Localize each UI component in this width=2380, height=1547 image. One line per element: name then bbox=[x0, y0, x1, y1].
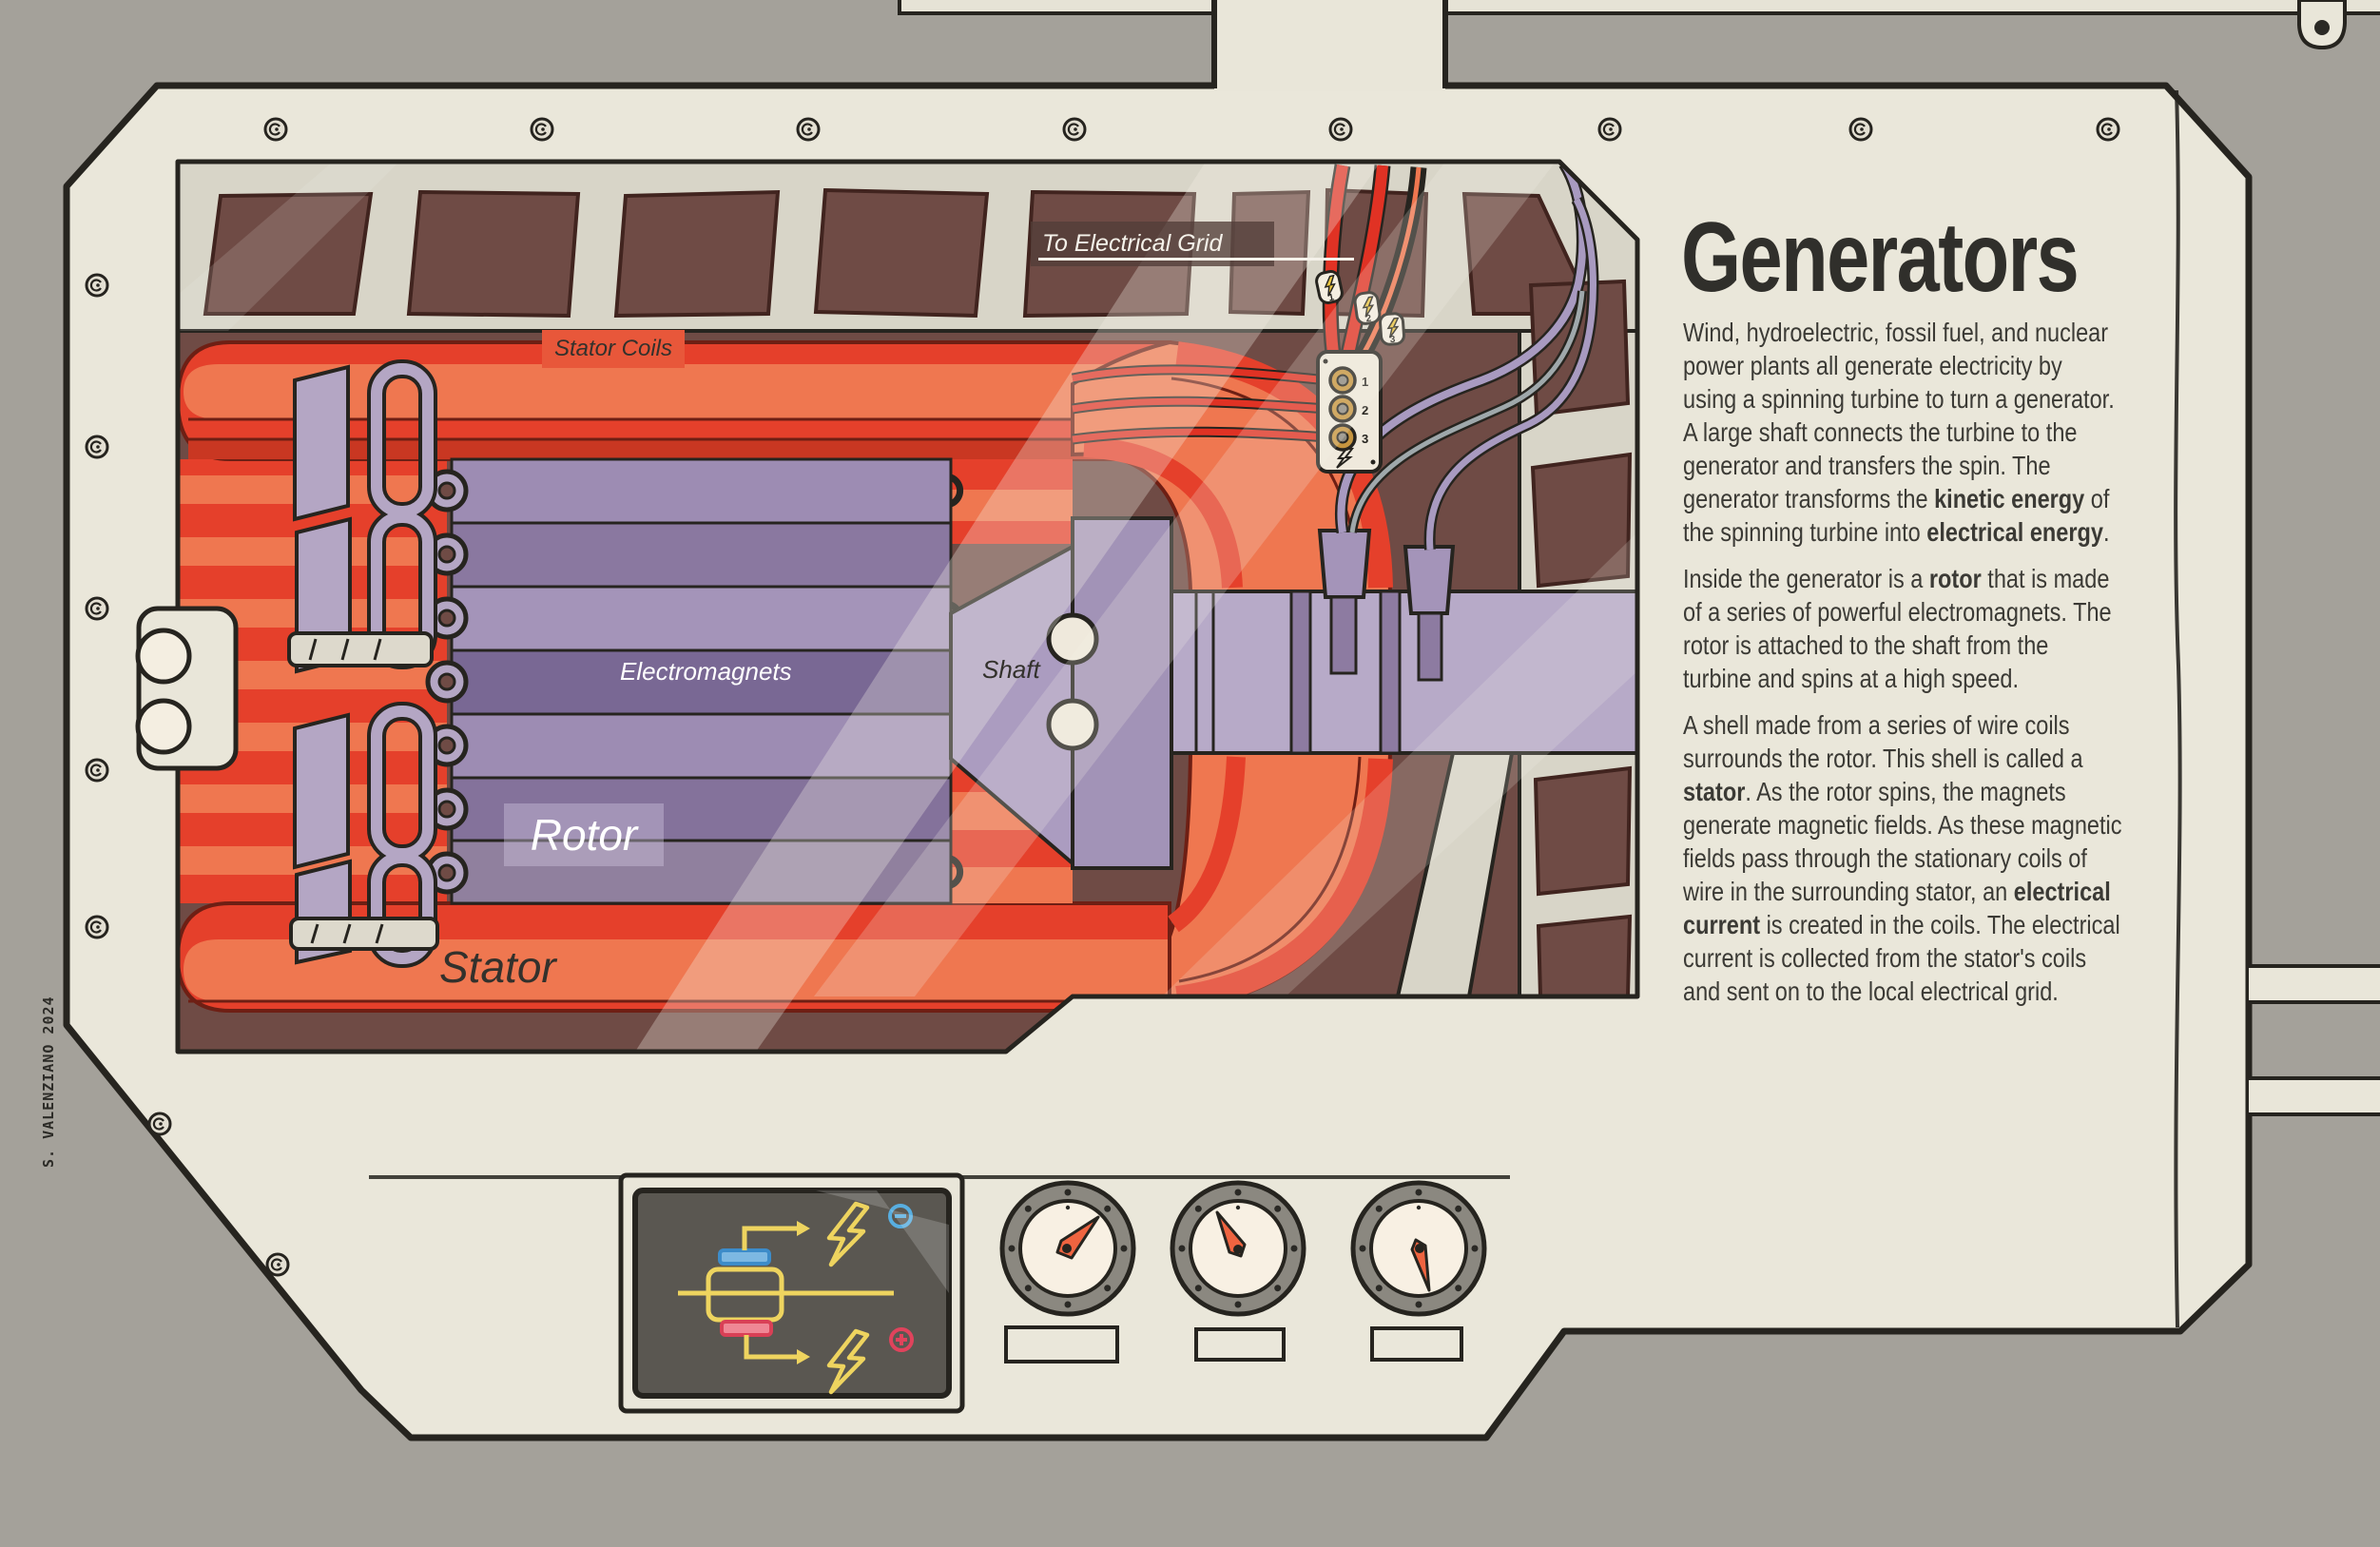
screen-schematic bbox=[678, 1190, 949, 1395]
lightning-bolt-icon bbox=[826, 1201, 870, 1267]
gauge-2 bbox=[1172, 1183, 1304, 1362]
window-frame-outline bbox=[175, 159, 1640, 1054]
label-leader-line bbox=[1038, 258, 1354, 261]
artist-credit: S. VALENZIANO 2024 bbox=[40, 996, 57, 1168]
gauge-1 bbox=[1002, 1183, 1133, 1363]
tag-number: 2 bbox=[1365, 314, 1372, 325]
turbine-shaft-duct bbox=[1211, 0, 1448, 91]
top-wall-strip bbox=[898, 0, 2380, 15]
shaft-assembly bbox=[949, 516, 1637, 870]
lightning-bolt-icon bbox=[1324, 274, 1336, 297]
brush-towers bbox=[1317, 529, 1456, 682]
terminal-block: 1 2 3 bbox=[1316, 350, 1383, 474]
lightning-bolt-icon bbox=[826, 1328, 870, 1395]
plus-circle-icon bbox=[889, 1327, 914, 1352]
positive-terminal-bar bbox=[720, 1320, 773, 1337]
poster-body-text: Wind, hydroelectric, fossil fuel, and nu… bbox=[1683, 316, 2178, 1021]
label-stator: Stator bbox=[439, 942, 556, 992]
cable-tags: 1 2 3 bbox=[1315, 270, 1405, 346]
control-screen bbox=[618, 1172, 965, 1414]
paragraph-1: Wind, hydroelectric, fossil fuel, and nu… bbox=[1683, 318, 2115, 547]
stator-leads bbox=[1071, 364, 1328, 445]
glass-reflections bbox=[178, 162, 1637, 1052]
gauge-label-plate bbox=[1194, 1327, 1286, 1362]
label-rotor: Rotor bbox=[504, 803, 664, 866]
left-bearing bbox=[135, 606, 239, 771]
hanging-bracket bbox=[2297, 0, 2347, 50]
tag-number: 3 bbox=[1389, 335, 1396, 345]
gauge-3 bbox=[1353, 1183, 1484, 1362]
terminal-number-1: 1 bbox=[1362, 375, 1368, 389]
lightning-bolt-icon bbox=[1336, 448, 1355, 469]
screen-glare bbox=[816, 1190, 949, 1293]
output-pipes bbox=[2249, 964, 2380, 1116]
terminal-number-2: 2 bbox=[1362, 403, 1368, 417]
gauge-label-plate bbox=[1004, 1325, 1119, 1363]
paragraph-3: A shell made from a series of wire coils… bbox=[1683, 710, 2122, 1006]
bearing-strips bbox=[287, 631, 439, 951]
minus-circle-icon bbox=[888, 1204, 913, 1228]
lightning-bolt-icon bbox=[1362, 296, 1375, 318]
terminal-number-3: 3 bbox=[1362, 432, 1368, 446]
gauge-label-plate bbox=[1370, 1326, 1463, 1362]
rotor-electromagnet-bars bbox=[450, 457, 953, 905]
generator-cutaway-window: 1 2 3 1 2 3 bbox=[178, 162, 1637, 1052]
grid-cables bbox=[1322, 164, 1427, 358]
paragraph-2: Inside the generator is a rotor that is … bbox=[1683, 564, 2112, 693]
lightning-bolt-icon bbox=[1386, 317, 1400, 338]
panel-seam bbox=[2174, 89, 2182, 1328]
gauge-needle bbox=[1410, 1238, 1431, 1292]
label-stator-coils: Stator Coils bbox=[542, 330, 685, 368]
label-electromagnets: Electromagnets bbox=[620, 657, 792, 686]
label-shaft: Shaft bbox=[982, 655, 1040, 684]
negative-terminal-bar bbox=[718, 1248, 771, 1266]
tag-number: 1 bbox=[1327, 292, 1335, 303]
page-title: Generators bbox=[1681, 203, 2080, 313]
